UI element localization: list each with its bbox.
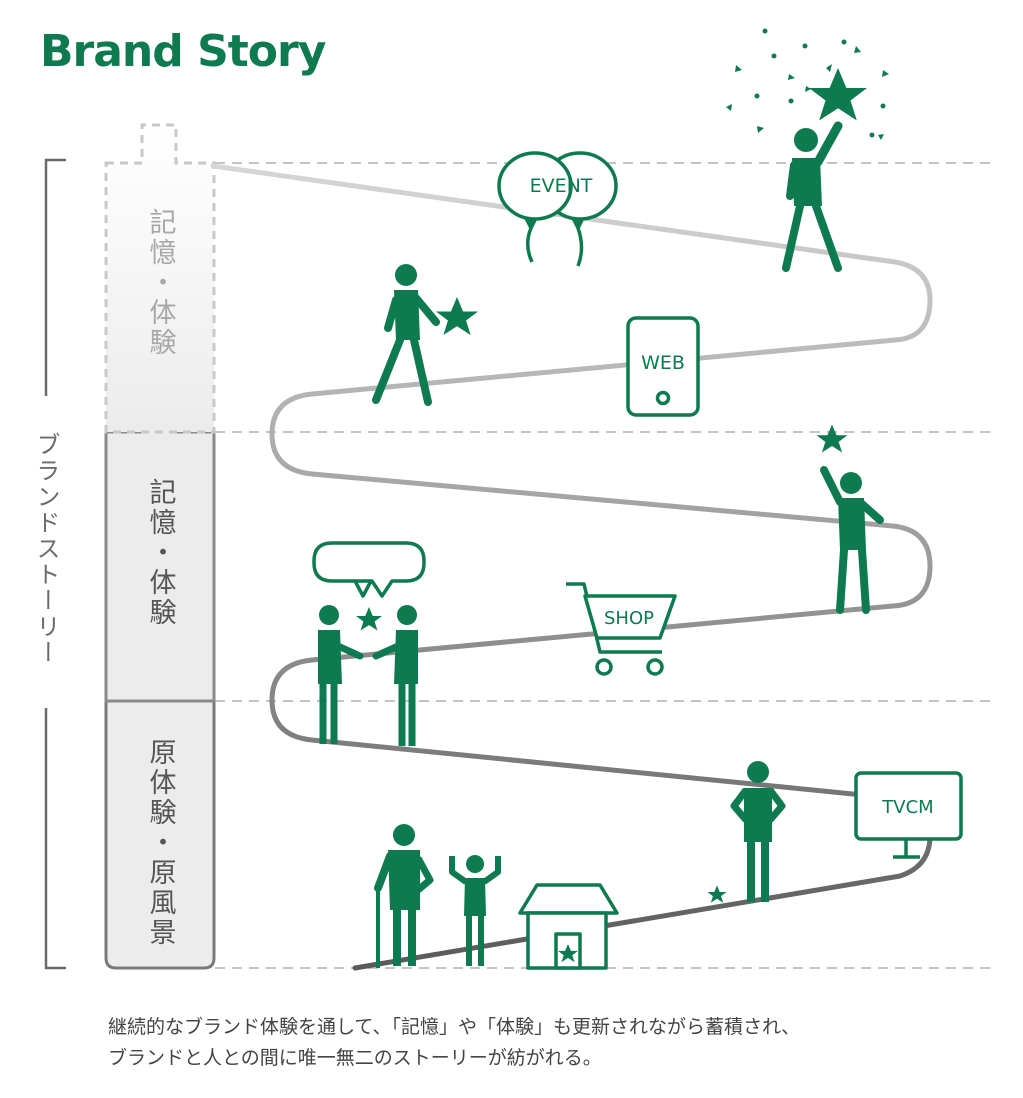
speech-bubble-icon [312, 541, 426, 598]
event-label: EVENT [530, 175, 593, 197]
shopping-cart-icon [566, 582, 677, 676]
person-icon [730, 761, 786, 902]
block-bottom-label: 原体験・原風景 [145, 738, 177, 948]
tvcm-label: TVCM [881, 797, 933, 818]
balloon-icon [497, 151, 618, 267]
person-icon [449, 855, 501, 966]
person-icon [374, 824, 434, 968]
shop-label: SHOP [604, 608, 654, 629]
person-icon [318, 605, 364, 744]
block-middle-label: 記憶・体験 [145, 478, 177, 628]
caption-line-1: 継続的なブランド体験を通して、「記憶」や「体験」も更新されながら蓄積され、 [108, 1016, 801, 1038]
caption-line-2: ブランドと人との間に唯一無二のストーリーが紡がれる。 [108, 1047, 602, 1069]
page-title: Brand Story [40, 26, 326, 77]
confetti [726, 28, 889, 140]
house-icon [518, 883, 619, 970]
block-top [104, 123, 216, 434]
tv-icon [854, 771, 963, 859]
web-label: WEB [641, 352, 685, 374]
person-icon [372, 264, 440, 406]
person-icon [820, 466, 884, 614]
bracket-label: ブランドストーリー [32, 432, 60, 666]
block-top-label: 記憶・体験 [145, 208, 177, 358]
smartphone-icon [626, 316, 700, 417]
bracket [44, 158, 66, 970]
person-icon [372, 605, 418, 746]
person-icon [782, 121, 843, 272]
caption: 継続的なブランド体験を通して、「記憶」や「体験」も更新されながら蓄積され、 ブラ… [108, 1012, 1008, 1074]
